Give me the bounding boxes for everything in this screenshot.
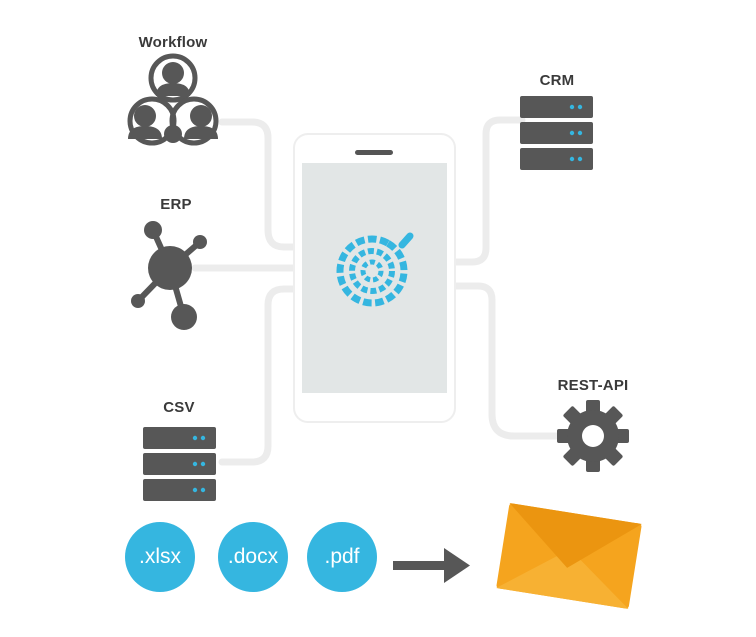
file-type-badge-xlsx: .xlsx <box>125 522 195 592</box>
rest-api-label: REST-API <box>557 377 629 394</box>
workflow-label: Workflow <box>138 34 208 51</box>
erp-label: ERP <box>160 196 192 213</box>
network-hub-icon <box>131 221 207 330</box>
crm-label: CRM <box>539 72 575 89</box>
csv-label: CSV <box>163 399 195 416</box>
connector-lines <box>191 116 560 466</box>
server-stack-icon <box>143 427 216 501</box>
people-cycle-icon <box>127 53 219 146</box>
file-type-badge-pdf: .pdf <box>307 522 377 592</box>
envelope-icon <box>496 503 642 609</box>
file-type-badge-docx: .docx <box>218 522 288 592</box>
gear-icon <box>557 400 629 472</box>
server-stack-icon <box>520 96 593 170</box>
arrow-right-icon <box>393 548 470 583</box>
